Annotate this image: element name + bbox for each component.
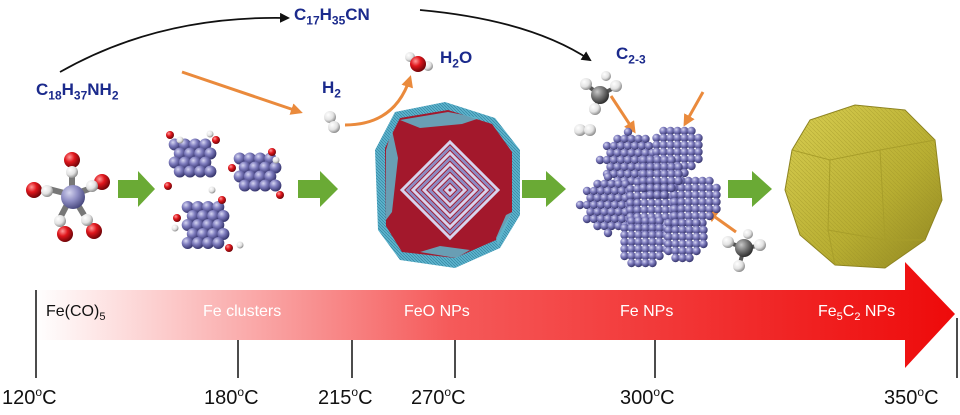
water-label: H2O (440, 48, 473, 71)
methyl-fragment-bottom (722, 229, 766, 272)
temperature-label-270: 270oC (411, 385, 466, 409)
feo-nanoparticle (375, 102, 520, 268)
water-molecule (405, 52, 433, 72)
temperature-bar-arrow (36, 262, 955, 368)
fe-co5-molecule (26, 152, 110, 242)
nitrile-label: C17H35CN (294, 5, 370, 28)
process-arrow-1 (118, 171, 155, 207)
hydrogen-pair-small (574, 124, 596, 136)
h2-molecule (324, 111, 340, 133)
fe-nanoparticle (575, 126, 721, 268)
hydrogen-label: H2 (322, 78, 341, 101)
temperature-label-120: 120oC (2, 385, 57, 409)
carbon-fragments-label: C2-3 (616, 44, 646, 67)
stage-label-fe5c2-nps: Fe5C2 NPs (818, 303, 896, 324)
process-arrow-3 (522, 171, 566, 207)
temperature-label-215: 215oC (318, 385, 373, 409)
stage-label-fe-clusters: Fe clusters (203, 303, 282, 320)
nitrile-to-fragments-arrow (419, 9, 592, 62)
oleylamine-label: C18H37NH2 (36, 80, 119, 103)
carbon-arrow-1 (609, 95, 636, 134)
stage-label-fe-co5: Fe(CO)5 (46, 303, 106, 324)
process-arrow-4 (728, 171, 772, 207)
process-arrows (118, 171, 772, 207)
stage-label-fe-nps: Fe NPs (620, 303, 674, 320)
h2-release-arrow (181, 70, 303, 115)
water-release-arrow (344, 75, 413, 127)
temperature-label-350: 350oC (884, 385, 939, 409)
fe5c2-nanoparticle (784, 104, 943, 269)
temperature-label-300: 300oC (620, 385, 675, 409)
stage-label-feo-nps: FeO NPs (404, 303, 470, 320)
temperature-label-180: 180oC (204, 385, 259, 409)
temperature-bar (35, 262, 958, 378)
amine-to-nitrile-arrow (59, 12, 290, 73)
reaction-arrows (59, 9, 737, 234)
methyl-fragment-top (580, 71, 622, 115)
process-arrow-2 (298, 171, 338, 207)
carbon-arrow-2 (683, 91, 705, 127)
fe-clusters-illustration (164, 130, 284, 252)
